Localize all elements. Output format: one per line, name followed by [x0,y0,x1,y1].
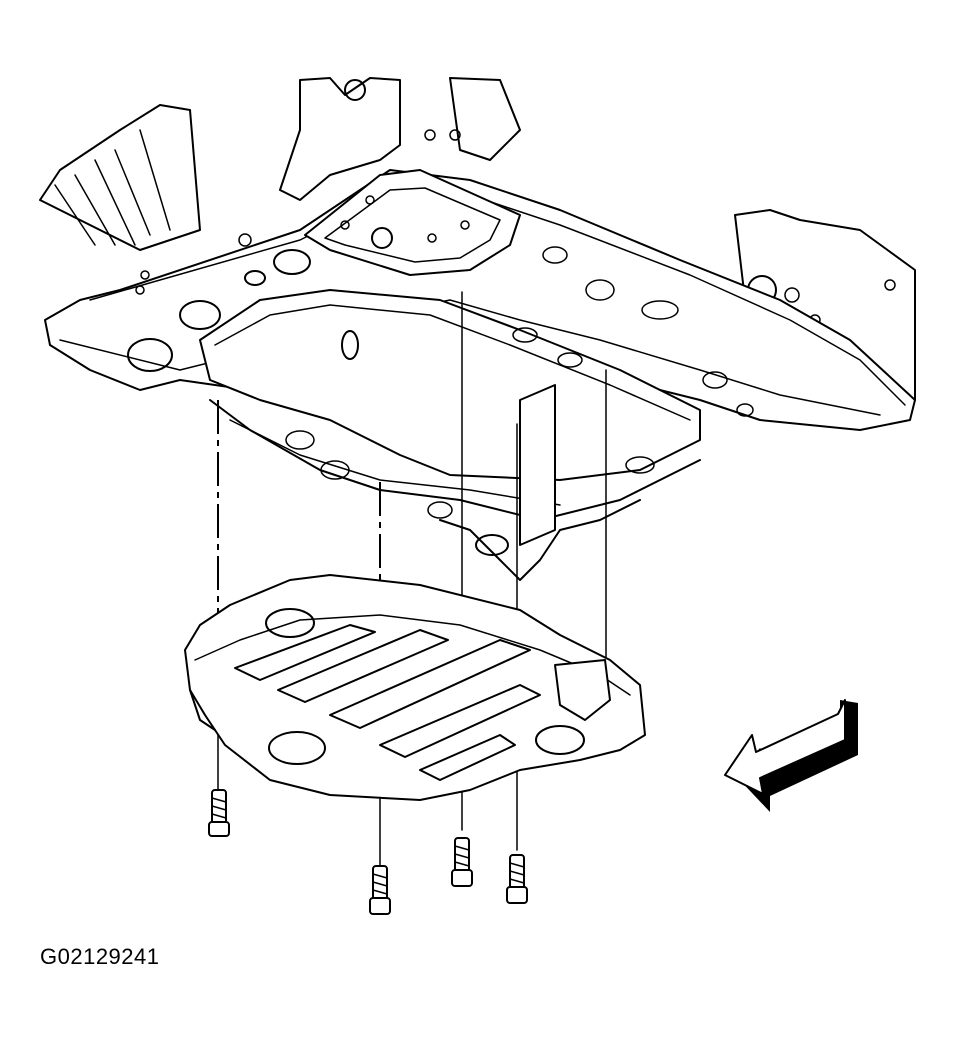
bolt-3 [451,837,473,887]
bolt-1 [208,789,230,837]
skid-plate-shield [184,574,646,801]
bolt-2 [369,865,391,915]
vehicle-underbody-frame [39,77,916,581]
figure-id-label: G02129241 [40,944,160,969]
bolts [208,789,528,915]
front-direction-arrow-icon [724,699,858,812]
bolt-4 [506,854,528,904]
